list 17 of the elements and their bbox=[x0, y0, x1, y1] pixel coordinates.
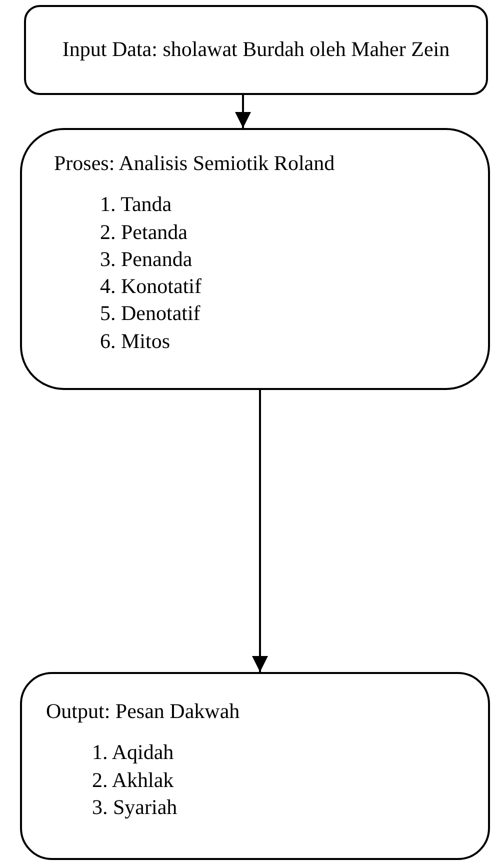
box-heading: Output: Pesan Dakwah bbox=[46, 698, 240, 725]
process-box bbox=[20, 672, 490, 860]
arrow bbox=[252, 390, 268, 672]
arrow bbox=[235, 95, 251, 128]
box-heading: Proses: Analisis Semiotik Roland bbox=[54, 150, 335, 177]
list-item: 2. Akhlak bbox=[91, 766, 174, 794]
list-item: 2. Petanda bbox=[99, 218, 188, 246]
list-item: 3. Penanda bbox=[99, 246, 192, 273]
list-item: 3. Syariah bbox=[91, 794, 178, 821]
list-item: 6. Mitos bbox=[99, 328, 170, 355]
list-item: 1. Aqidah bbox=[91, 739, 174, 766]
process-box bbox=[20, 128, 490, 390]
list-item: 1. Tanda bbox=[99, 191, 172, 218]
list-item: 4. Konotatif bbox=[99, 273, 202, 300]
box-heading: Input Data: sholawat Burdah oleh Maher Zein bbox=[62, 36, 450, 64]
process-box bbox=[24, 5, 488, 95]
list-item: 5. Denotatif bbox=[99, 300, 200, 328]
